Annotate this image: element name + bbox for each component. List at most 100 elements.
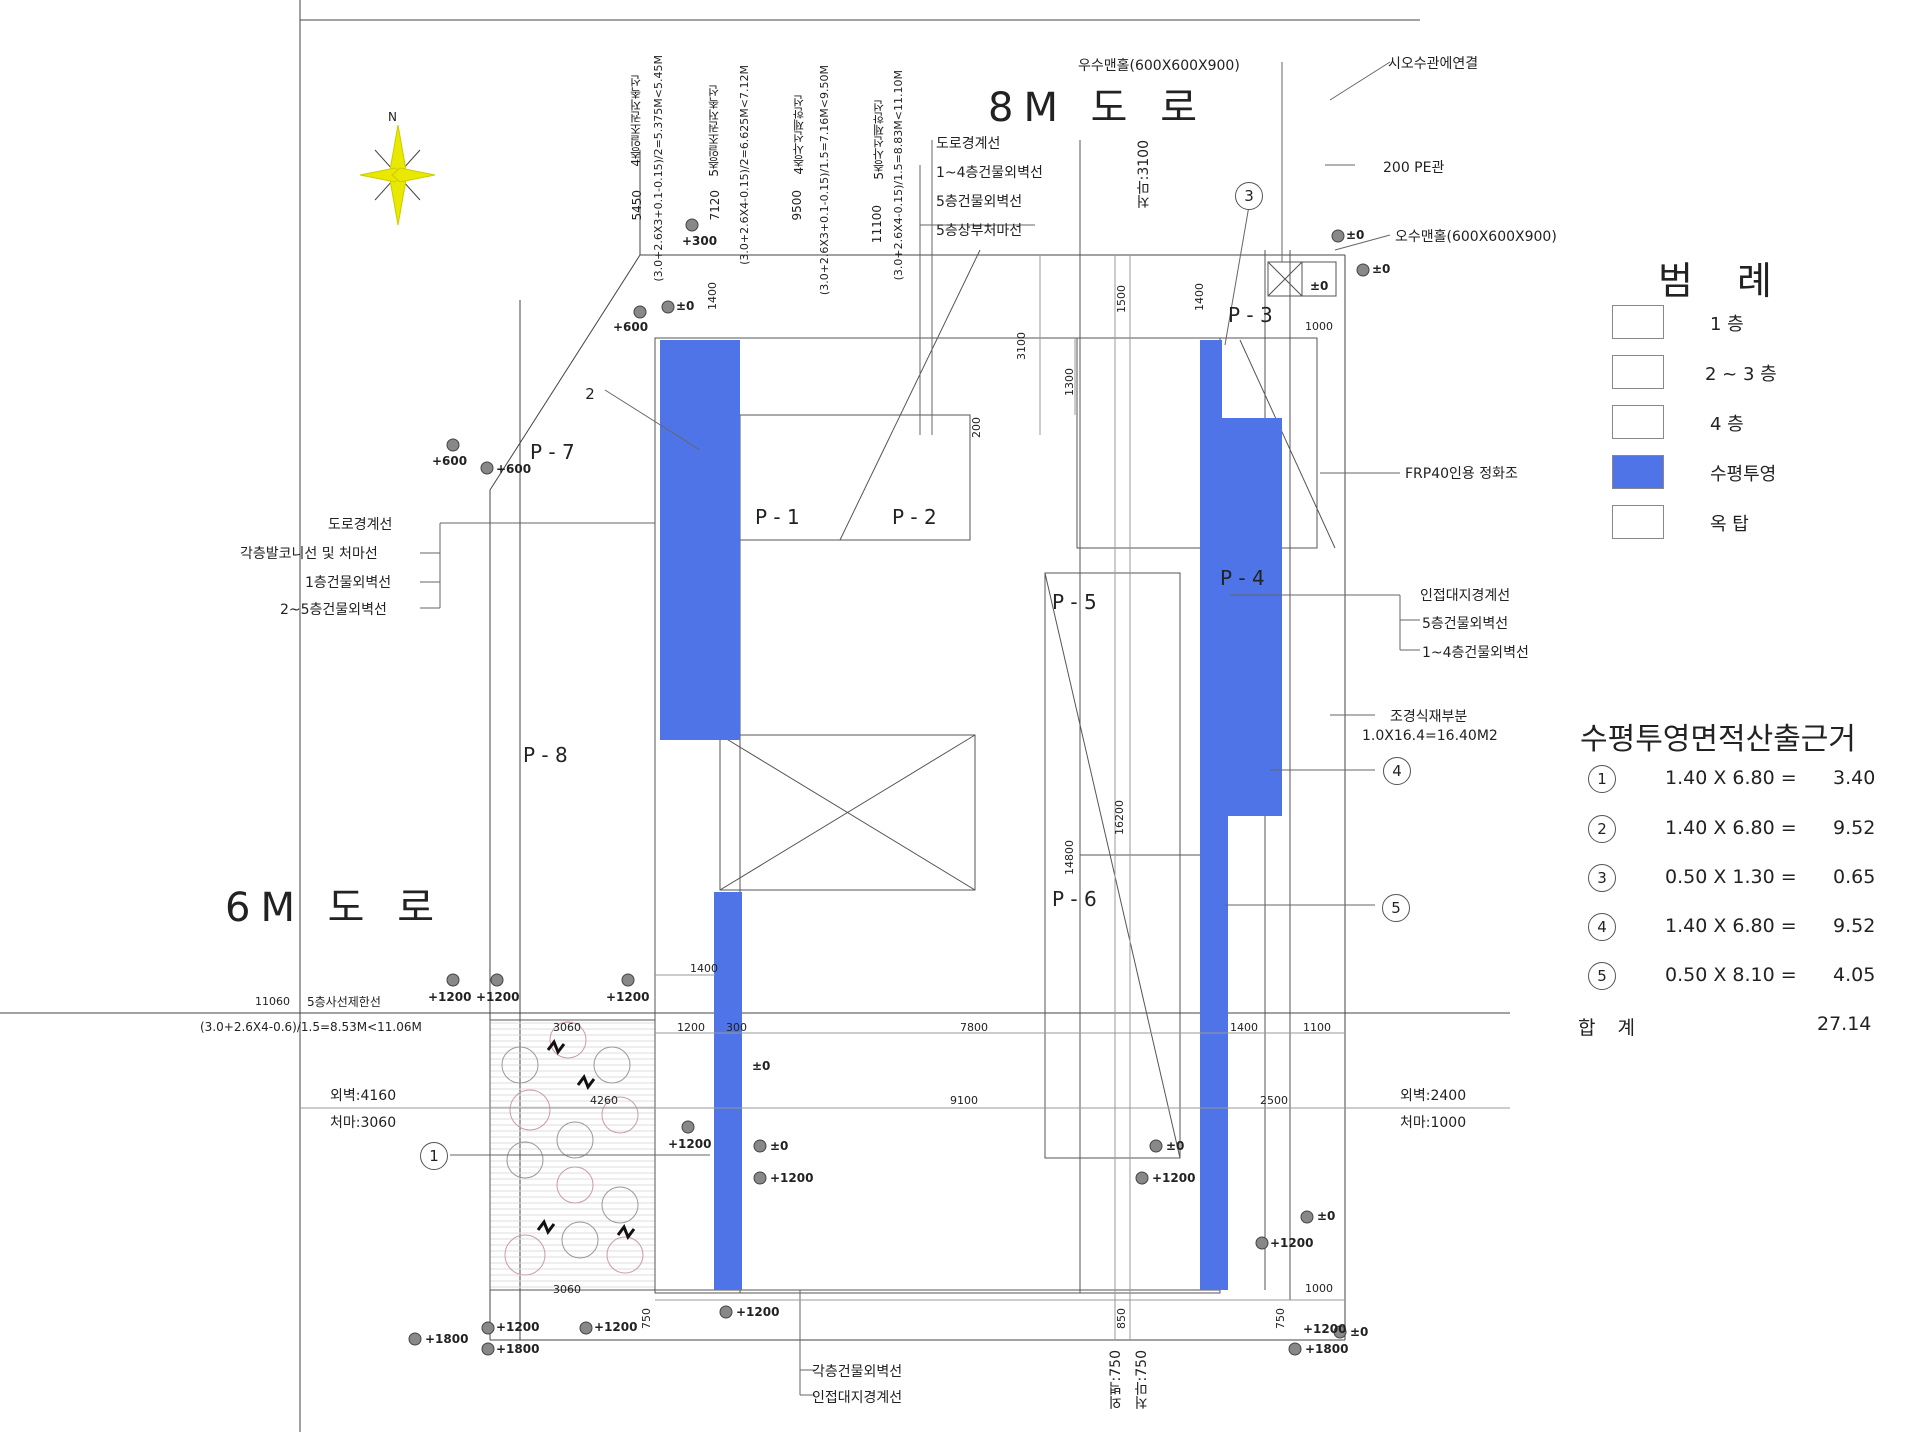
v4-title: 5층사선제한선 xyxy=(872,100,886,180)
v3-formula: (3.0+2.6X3+0.1-0.15)/1.5=7.16M<9.50M xyxy=(818,65,831,296)
road-north-label: 8M 도 로 xyxy=(988,85,1207,131)
level-300: +300 xyxy=(682,234,718,248)
zone-p3: P - 3 xyxy=(1228,303,1273,327)
zone-p5: P - 5 xyxy=(1052,590,1097,614)
v1-dim: 5450 xyxy=(630,190,644,221)
note-left-eave: 처마:3060 xyxy=(330,1115,397,1131)
level-0-inner: ±0 xyxy=(752,1059,771,1073)
note-right-wall-1-4: 1~4층건물외벽선 xyxy=(1422,645,1529,661)
note-bottom-wall-each: 각층건물외벽선 xyxy=(812,1364,903,1380)
callout-5: 5 xyxy=(1382,894,1410,922)
legend-swatch-2-3f xyxy=(1612,355,1664,389)
legend-swatch-projection xyxy=(1612,455,1664,489)
zone-p2: P - 2 xyxy=(892,505,937,529)
note-left-oblique-title: 5층사선제한선 xyxy=(307,995,381,1009)
leader-lines xyxy=(420,61,1420,1396)
v2-title: 5층일조권저촉선 xyxy=(707,85,721,177)
note-right-adj-line: 인접대지경계선 xyxy=(1420,588,1511,604)
note-top-wall-1-4: 1~4층건물외벽선 xyxy=(936,165,1043,181)
dim-3060-top: 3060 xyxy=(553,1021,581,1034)
zone-p8: P - 8 xyxy=(523,743,568,767)
note-sewer-connect: 시오수관에연결 xyxy=(1388,56,1479,72)
projection-area-1 xyxy=(714,892,742,1290)
note-right-landscape-area: 1.0X16.4=16.40M2 xyxy=(1362,728,1498,744)
dim-1200: 1200 xyxy=(677,1021,705,1034)
level-1200-mid: +1200 xyxy=(668,1137,712,1151)
legend-swatch-1f xyxy=(1612,305,1664,339)
v3-dim: 9500 xyxy=(790,190,804,221)
dim-1000-top-right: 1000 xyxy=(1305,320,1333,333)
note-left-oblique-formula: (3.0+2.6X4-0.6)/1.5=8.53M<11.06M xyxy=(200,1020,422,1034)
level-600-left: +600 xyxy=(432,454,468,468)
v1-formula: (3.0+2.6X3+0.1-0.15)/2=5.375M<5.45M xyxy=(652,55,665,282)
dim-1400-top-right: 1400 xyxy=(1193,283,1206,311)
calc-total-label: 합 계 xyxy=(1578,1017,1643,1039)
level-1800-bottom-b: +1800 xyxy=(496,1342,540,1356)
note-top-wall-5: 5층건물외벽선 xyxy=(936,194,1023,210)
projection-area-3 xyxy=(1200,340,1222,420)
legend-label-2-3f: 2 ~ 3 층 xyxy=(1705,364,1777,385)
boundary-lines xyxy=(0,0,1510,1432)
dim-200: 200 xyxy=(970,417,983,438)
zone-p1: P - 1 xyxy=(755,505,800,529)
legend-swatch-rooftop xyxy=(1612,505,1664,539)
note-top-road-line: 도로경계선 xyxy=(936,136,1001,152)
legend-title: 범 례 xyxy=(1658,259,1788,303)
dimension-lines xyxy=(300,255,1510,1340)
note-bottom-adj-line: 인접대지경계선 xyxy=(812,1390,903,1406)
level-1200-bottom-b: +1200 xyxy=(594,1320,638,1334)
manholes xyxy=(1267,261,1337,297)
calc-row-2-expr: 1.40 X 6.80 = xyxy=(1665,817,1797,839)
dim-4260: 4260 xyxy=(590,1094,618,1107)
dim-3100: 3100 xyxy=(1015,332,1028,360)
level-1800-bottom-a: +1800 xyxy=(425,1332,469,1346)
level-1800-bottom-right: +1800 xyxy=(1305,1342,1349,1356)
zone-p6: P - 6 xyxy=(1052,887,1097,911)
level-0-box: ±0 xyxy=(1310,279,1329,293)
v4-dim: 11100 xyxy=(870,205,884,244)
note-left-road-line: 도로경계선 xyxy=(328,517,393,533)
level-0-right: ±0 xyxy=(1166,1139,1185,1153)
level-1200-bottom-right: +1200 xyxy=(1303,1322,1347,1336)
level-0-manhole2: ±0 xyxy=(1372,262,1391,276)
dim-1400-top: 1400 xyxy=(706,282,719,310)
projection-areas xyxy=(660,340,1282,1290)
dim-750-right: 750 xyxy=(1274,1308,1287,1329)
level-600-top: +600 xyxy=(613,320,649,334)
level-1200-left-a: +1200 xyxy=(428,990,472,1004)
calc-row-2-result: 9.52 xyxy=(1833,817,1876,839)
level-0-right2: ±0 xyxy=(1317,1209,1336,1223)
calc-row-1-result: 3.40 xyxy=(1833,767,1876,789)
dim-7800: 7800 xyxy=(960,1021,988,1034)
v2-formula: (3.0+2.6X4-0.15)/2=6.625M<7.12M xyxy=(738,65,751,265)
dim-850: 850 xyxy=(1115,1308,1128,1329)
level-1200-bottom: +1200 xyxy=(736,1305,780,1319)
note-left-outer-wall: 외벽:4160 xyxy=(330,1088,397,1104)
level-1200-right: +1200 xyxy=(1152,1171,1196,1185)
dim-1300: 1300 xyxy=(1063,368,1076,396)
callout-1: 1 xyxy=(420,1142,448,1170)
north-arrow-label: N xyxy=(388,110,397,124)
level-1200-right2: +1200 xyxy=(1270,1236,1314,1250)
note-left-wall-2-5: 2~5층건물외벽선 xyxy=(280,602,387,618)
calc-row-4-number: 4 xyxy=(1588,913,1616,941)
legend-label-rooftop: 옥 탑 xyxy=(1710,514,1749,535)
level-1200-mid2: +1200 xyxy=(770,1171,814,1185)
v2-dim: 7120 xyxy=(708,190,722,221)
dim-300: 300 xyxy=(726,1021,747,1034)
legend-label-projection: 수평투영 xyxy=(1710,464,1777,485)
level-1200-left-c: +1200 xyxy=(606,990,650,1004)
dim-3060-bottom: 3060 xyxy=(553,1283,581,1296)
dim-1100: 1100 xyxy=(1303,1021,1331,1034)
note-top-eave-5: 5층상부처마선 xyxy=(936,223,1023,239)
level-markers xyxy=(408,218,1370,1356)
calc-row-3-expr: 0.50 X 1.30 = xyxy=(1665,866,1797,888)
road-west-label: 6M 도 로 xyxy=(225,885,444,931)
calc-row-1-expr: 1.40 X 6.80 = xyxy=(1665,767,1797,789)
level-0-mid: ±0 xyxy=(770,1139,789,1153)
note-left-wall-1: 1층건물외벽선 xyxy=(305,575,392,591)
dim-1400-left: 1400 xyxy=(690,962,718,975)
note-left-oblique-dim: 11060 xyxy=(255,995,290,1008)
callout-3: 3 xyxy=(1235,182,1263,210)
